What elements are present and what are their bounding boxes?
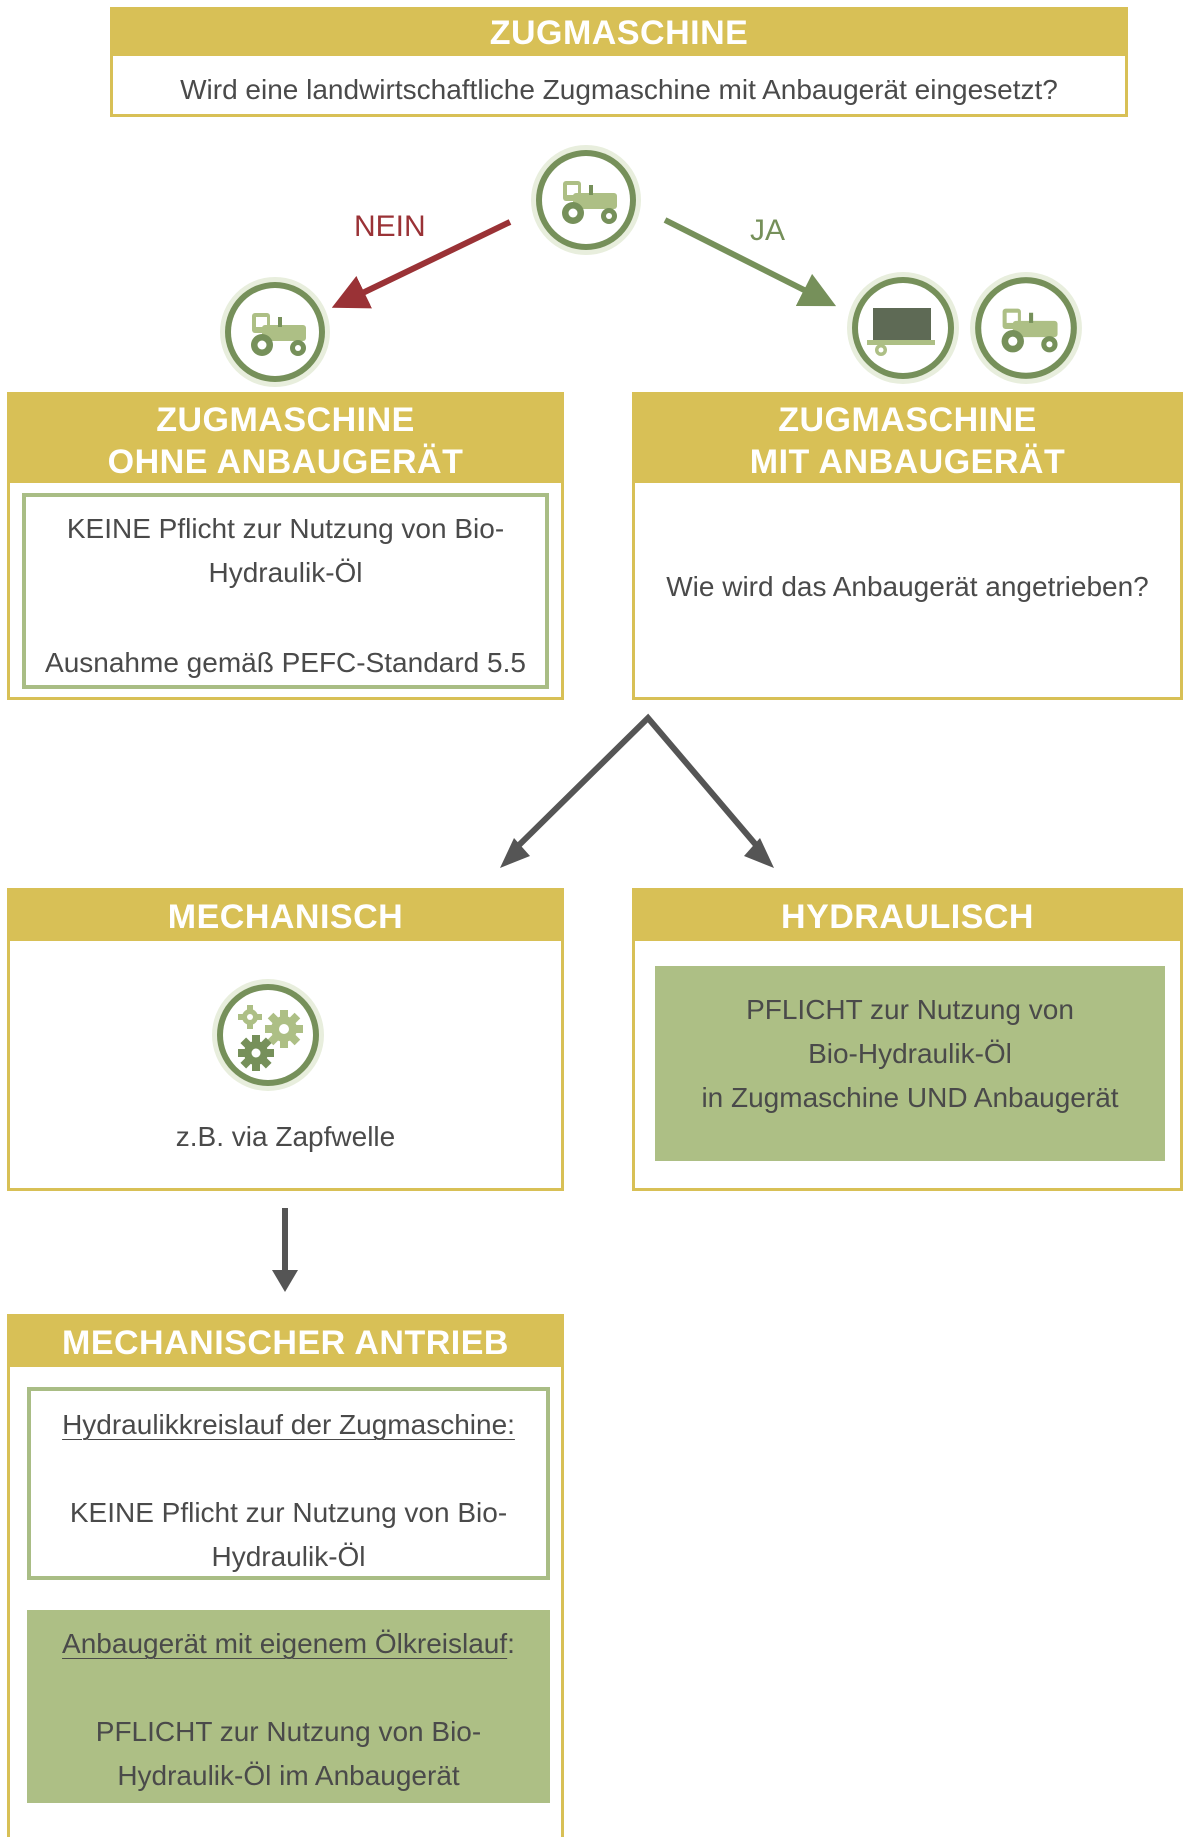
tractor-icon [220,277,330,387]
hydraulisch-line2: Bio-Hydraulik-Öl [808,1038,1012,1069]
mit-question: Wie wird das Anbaugerät angetrieben? [666,571,1149,602]
ohne-line2: Hydraulik-Öl [208,557,363,588]
mit-title: ZUGMASCHINE MIT ANBAUGERÄT [635,395,1180,483]
antrieb-title: MECHANISCHER ANTRIEB [10,1317,561,1367]
top-title: ZUGMASCHINE [113,10,1125,56]
ohne-title-line2: OHNE ANBAUGERÄT [107,443,464,481]
antrieb-box1-line1: KEINE Pflicht zur Nutzung von Bio- [69,1497,508,1528]
antrieb-box2-line2: Hydraulik-Öl im Anbaugerät [117,1760,460,1791]
mechanisch-title: MECHANISCH [10,891,561,941]
mit-title-line1: ZUGMASCHINE [778,401,1037,439]
box-mechanischer-antrieb: MECHANISCHER ANTRIEB Hydraulikkreislauf … [7,1314,564,1837]
antrieb-box2-heading: Anbaugerät mit eigenem Ölkreislauf: [62,1628,515,1659]
antrieb-info-box-1: Hydraulikkreislauf der Zugmaschine: KEIN… [27,1387,550,1580]
label-nein: NEIN [354,210,426,243]
box-mit-anbaugeraet: ZUGMASCHINE MIT ANBAUGERÄT Wie wird das … [632,392,1183,700]
tractor-icon [531,145,641,255]
arrow-down-head [272,1270,298,1292]
arrow-split [509,713,765,855]
mechanisch-caption: z.B. via Zapfwelle [175,1121,396,1152]
top-box: ZUGMASCHINE Wird eine landwirtschaftlich… [110,7,1128,117]
box-hydraulisch: HYDRAULISCH PFLICHT zur Nutzung von Bio-… [632,888,1183,1191]
box-mechanisch: MECHANISCH z.B. via Zapfwelle [7,888,564,1191]
arrow-ja [663,217,837,307]
box-ohne-anbaugeraet: ZUGMASCHINE OHNE ANBAUGERÄT KEINE Pflich… [7,392,564,700]
arrow-split-right-head [744,838,774,868]
arrow-split-left-head [500,838,530,868]
hydraulisch-title: HYDRAULISCH [635,891,1180,941]
ohne-line1: KEINE Pflicht zur Nutzung von Bio- [66,513,505,544]
gears-icon [212,979,324,1091]
hydraulisch-line3: in Zugmaschine UND Anbaugerät [701,1082,1119,1113]
antrieb-info-box-2: Anbaugerät mit eigenem Ölkreislauf: PFLI… [27,1610,550,1803]
ohne-title-line1: ZUGMASCHINE [156,401,415,439]
antrieb-box2-line1: PFLICHT zur Nutzung von Bio- [95,1716,482,1747]
top-question: Wird eine landwirtschaftliche Zugmaschin… [180,74,1058,105]
antrieb-box1-line2: Hydraulik-Öl [211,1541,366,1572]
trailer-icon [847,272,959,384]
label-ja: JA [750,214,786,247]
antrieb-box1-heading: Hydraulikkreislauf der Zugmaschine: [62,1409,515,1440]
hydraulisch-line1: PFLICHT zur Nutzung von [746,994,1074,1025]
ohne-info-box: KEINE Pflicht zur Nutzung von Bio- Hydra… [22,493,549,689]
ohne-line3: Ausnahme gemäß PEFC-Standard 5.5 [45,647,526,678]
tractor-icon [970,272,1082,384]
hydraulisch-info-box: PFLICHT zur Nutzung von Bio-Hydraulik-Öl… [655,966,1165,1161]
ohne-title: ZUGMASCHINE OHNE ANBAUGERÄT [10,395,561,483]
mit-title-line2: MIT ANBAUGERÄT [749,443,1066,481]
